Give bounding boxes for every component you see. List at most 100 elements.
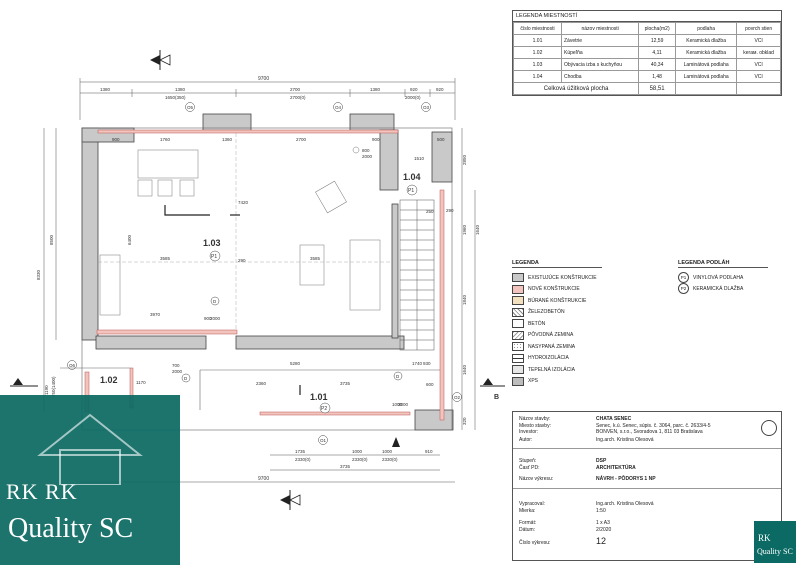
walls-existing [81,113,454,431]
dim-right-2850: 2850 [462,154,467,165]
cell: VCI [736,70,781,83]
room-1-04-floor: P1 [408,188,414,194]
room-legend-table: LEGENDA MIESTNOSTÍ číslo miestnosti názo… [512,10,782,96]
divider [513,488,781,489]
cell: Keramická dlažba [674,34,738,47]
value-format: 1 x A3 [596,520,610,526]
title-block: Názov stavby: CHATA SENEC Miesto stavby:… [512,411,782,561]
cell: Závetrie [560,34,640,47]
staircase [399,199,435,351]
dim-2030: 2360 [256,381,267,386]
dim-3585-b: 3585 [310,256,321,261]
dim-right-930: 930 [423,361,431,366]
legend-title: LEGENDA [512,260,602,268]
watermark-line-2: Quality SC [8,513,134,544]
dim-right-1960: 1960 [462,224,467,235]
floor-code: P2 [678,283,689,294]
dim-250: 250 [426,209,434,214]
col-area: plocha(m2) [638,22,676,35]
label-scale: Mierka: [519,508,536,514]
dim-window-750: 750(1400) [51,376,56,397]
label-date: Dátum: [519,527,536,533]
dim-3585-a: 3585 [160,256,171,261]
dim-left-8330: 8330 [36,269,41,280]
section-a-bottom [280,490,301,510]
inner-top-dimensions: 900 1760 1360 2700 900 500 [112,137,445,142]
dim-door-700: 700 [172,363,180,368]
dim-left-8500: 8500 [49,234,54,245]
label-part: Časť PD: [519,465,540,471]
compass-icon [761,420,777,436]
dim-right-1840: 1840 [462,294,467,305]
cell: 1.02 [513,46,562,59]
legend-item: NASYPANÁ ZEMINA [512,341,780,353]
dim-top-sub-2: 2700(0) [290,95,306,100]
section-b-right [480,378,505,387]
value-stage: DSP [596,458,607,464]
legend-item: BÚRANÉ KONŠTRUKCIE [512,295,780,307]
dim-inner-2700: 2700 [296,137,307,142]
window-o1: O1 [320,438,327,443]
dim-left-6400: 6400 [127,234,132,245]
dim-top-sub-1: 1650(350) [165,95,186,100]
dim-door-1000: 1000 [392,402,403,407]
swatch [512,296,524,306]
door-markers [181,296,403,383]
value-drawing: NÁVRH - PÔDORYS 1 NP [596,476,656,482]
dim-window-1510: 1510 [414,156,425,161]
swatch [512,307,524,317]
dim-1170: 1740 [412,361,423,366]
window-o2: O2 [454,395,461,400]
cell: kerам. obklad [736,46,781,59]
floor-label: VINYLOVÁ PODLAHA [693,274,744,281]
label-investor: Investor: [519,429,539,435]
label-drawing: Názov výkresu: [519,476,554,482]
cell: 1.04 [513,70,562,83]
left-dimensions [43,128,57,412]
label-project: Názov stavby: [519,416,551,422]
watermark-logo: RK RK Quality SC [0,395,180,565]
dim-2360: 1170 [136,380,146,385]
dim-bottom-910: 910 [425,449,433,454]
floors-legend-title: LEGENDA PODLÁH [678,260,768,268]
dim-bottom-sub-2: 2330(0) [352,457,368,462]
floor-label: KERAMICKÁ DLAŽBA [693,285,744,292]
dim-door-900: 900 [204,316,212,321]
cell: VCI [736,34,781,47]
dim-top-sub-3: 2000(0) [405,95,421,100]
dim-3735: 3735 [340,381,351,386]
label-stage: Stupeň: [519,458,537,464]
label-author: Autor: [519,437,533,443]
dim-5280: 5280 [290,361,301,366]
swatch [512,319,524,329]
room-1-03-number: 1.03 [203,238,221,248]
materials-legend: LEGENDA EXISTUJÚCE KONŠTRUKCIE NOVÉ KONŠ… [512,260,780,387]
room-1-01-number: 1.01 [310,392,328,402]
label-place: Miesto stavby: [519,423,551,429]
dim-inner-900: 900 [112,137,120,142]
watermark-line-1: RK RK [6,479,78,504]
room-1-02-number: 1.02 [100,375,118,385]
legend-item: TEPELNÁ IZOLÁCIA [512,364,780,376]
cell: Chodba [560,70,640,83]
legend-item: HYDROIZOLÁCIA [512,353,780,365]
window-o3: O3 [423,105,430,110]
terrace-outline [60,127,453,431]
window-o5: O5 [187,105,194,110]
dim-right-1640b: 1640 [475,224,480,235]
dim-top-3: 2700 [290,87,301,92]
value-place: Senec, k.ú. Senec, súpis. č. 3064, parc.… [596,423,711,429]
cell: Keramická dlažba [674,46,738,59]
door-marker-1: D [213,299,217,304]
dim-right-290: 290 [446,208,454,213]
room-1-01-floor: P2 [321,406,327,412]
cell: 12,59 [638,34,676,47]
window-o6: O6 [69,363,76,368]
value-project: CHATA SENEC [596,416,632,422]
cell: 1.01 [513,34,562,47]
col-number: číslo miestnosti [513,22,562,35]
cell: Kúpeľňa [560,46,640,59]
cell: 40,34 [638,58,676,71]
